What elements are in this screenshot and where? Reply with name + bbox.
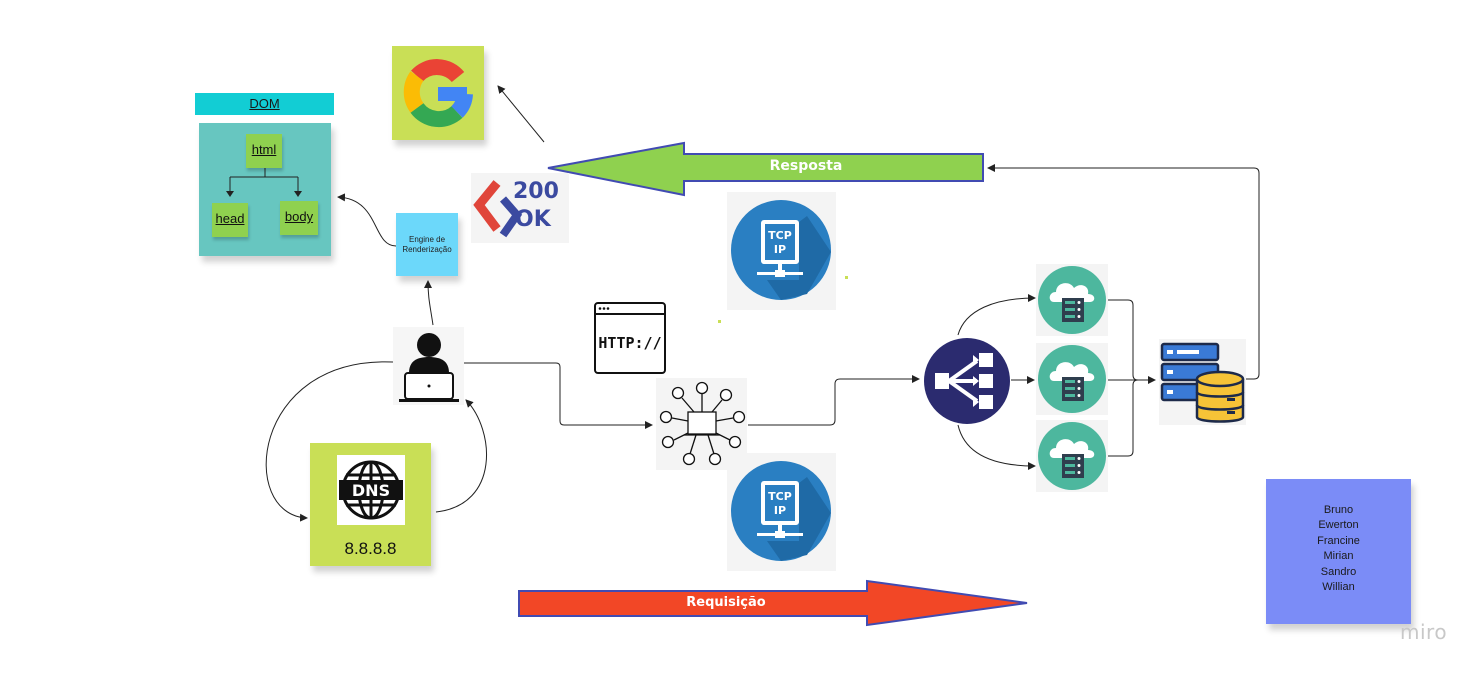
load-balancer-icon[interactable] bbox=[923, 337, 1011, 425]
request-arrow bbox=[518, 579, 1028, 627]
tcp-text: TCP bbox=[768, 490, 792, 503]
connector-user-to-dns bbox=[265, 361, 394, 522]
tcp-text: TCP bbox=[768, 229, 792, 242]
http-text: HTTP:// bbox=[598, 334, 661, 352]
dom-node-html[interactable]: html bbox=[246, 134, 282, 168]
200-ok-logo[interactable]: 200 OK bbox=[471, 173, 569, 243]
cloud-server-icon[interactable] bbox=[1036, 264, 1108, 336]
connector-lb-to-cloud-1 bbox=[957, 294, 1036, 336]
cloud-server-icon[interactable] bbox=[1036, 420, 1108, 492]
connector-dns-to-user bbox=[435, 399, 488, 513]
response-label: Resposta bbox=[769, 158, 843, 174]
miro-watermark: miro bbox=[1400, 620, 1448, 644]
team-member: Mirian bbox=[1323, 550, 1354, 563]
request-label: Requisição bbox=[686, 595, 766, 610]
connector-cloud-1-to-db bbox=[1108, 299, 1156, 384]
connector-lb-to-cloud-3 bbox=[957, 424, 1036, 470]
cloud-server-icon[interactable] bbox=[1036, 343, 1108, 415]
user-laptop-icon[interactable] bbox=[393, 327, 464, 405]
connector-engine-to-dom bbox=[337, 193, 397, 247]
dns-globe-icon: DNS bbox=[337, 455, 405, 525]
team-member: Francine bbox=[1317, 534, 1360, 547]
render-engine-note[interactable]: Engine de Renderização bbox=[396, 213, 458, 276]
dom-board[interactable]: html head body bbox=[199, 123, 331, 256]
response-arrow bbox=[547, 141, 984, 197]
connector-to-google bbox=[497, 85, 545, 143]
ip-text: IP bbox=[774, 504, 786, 517]
ip-text: IP bbox=[774, 243, 786, 256]
connector-user-to-engine bbox=[424, 280, 434, 326]
connector-cloud-3-to-db bbox=[1108, 379, 1139, 457]
dom-node-body[interactable]: body bbox=[280, 201, 318, 235]
team-member: Willian bbox=[1322, 581, 1355, 594]
connector-user-to-hub bbox=[464, 362, 653, 429]
database-server-icon[interactable] bbox=[1159, 339, 1246, 425]
tcp-ip-icon[interactable]: TCP IP bbox=[727, 192, 836, 310]
connector-hub-to-lb bbox=[748, 375, 920, 426]
team-member: Ewerton bbox=[1318, 519, 1359, 532]
http-browser-icon[interactable]: HTTP:// bbox=[594, 302, 666, 374]
team-members-list: Bruno Ewerton Francine Mirian Sandro Wil… bbox=[1266, 479, 1411, 595]
status-code: 200 bbox=[513, 179, 559, 204]
dns-ip-value: 8.8.8.8 bbox=[344, 539, 397, 558]
dom-node-head[interactable]: head bbox=[212, 203, 248, 237]
dns-icon-text: DNS bbox=[352, 481, 390, 500]
dom-title[interactable]: DOM bbox=[195, 93, 334, 115]
tcp-ip-icon[interactable]: TCP IP bbox=[727, 453, 836, 571]
chevron-logo-icon bbox=[473, 180, 523, 238]
connector-db-to-response bbox=[987, 164, 1260, 380]
dns-note[interactable]: DNS 8.8.8.8 bbox=[310, 443, 431, 566]
google-logo[interactable] bbox=[392, 46, 484, 140]
team-members-note[interactable]: Bruno Ewerton Francine Mirian Sandro Wil… bbox=[1266, 479, 1411, 624]
status-text: OK bbox=[515, 207, 551, 232]
google-g-icon bbox=[403, 59, 473, 128]
dom-tree-lines bbox=[226, 168, 302, 197]
team-member: Sandro bbox=[1320, 565, 1357, 578]
team-member: Bruno bbox=[1323, 504, 1354, 516]
